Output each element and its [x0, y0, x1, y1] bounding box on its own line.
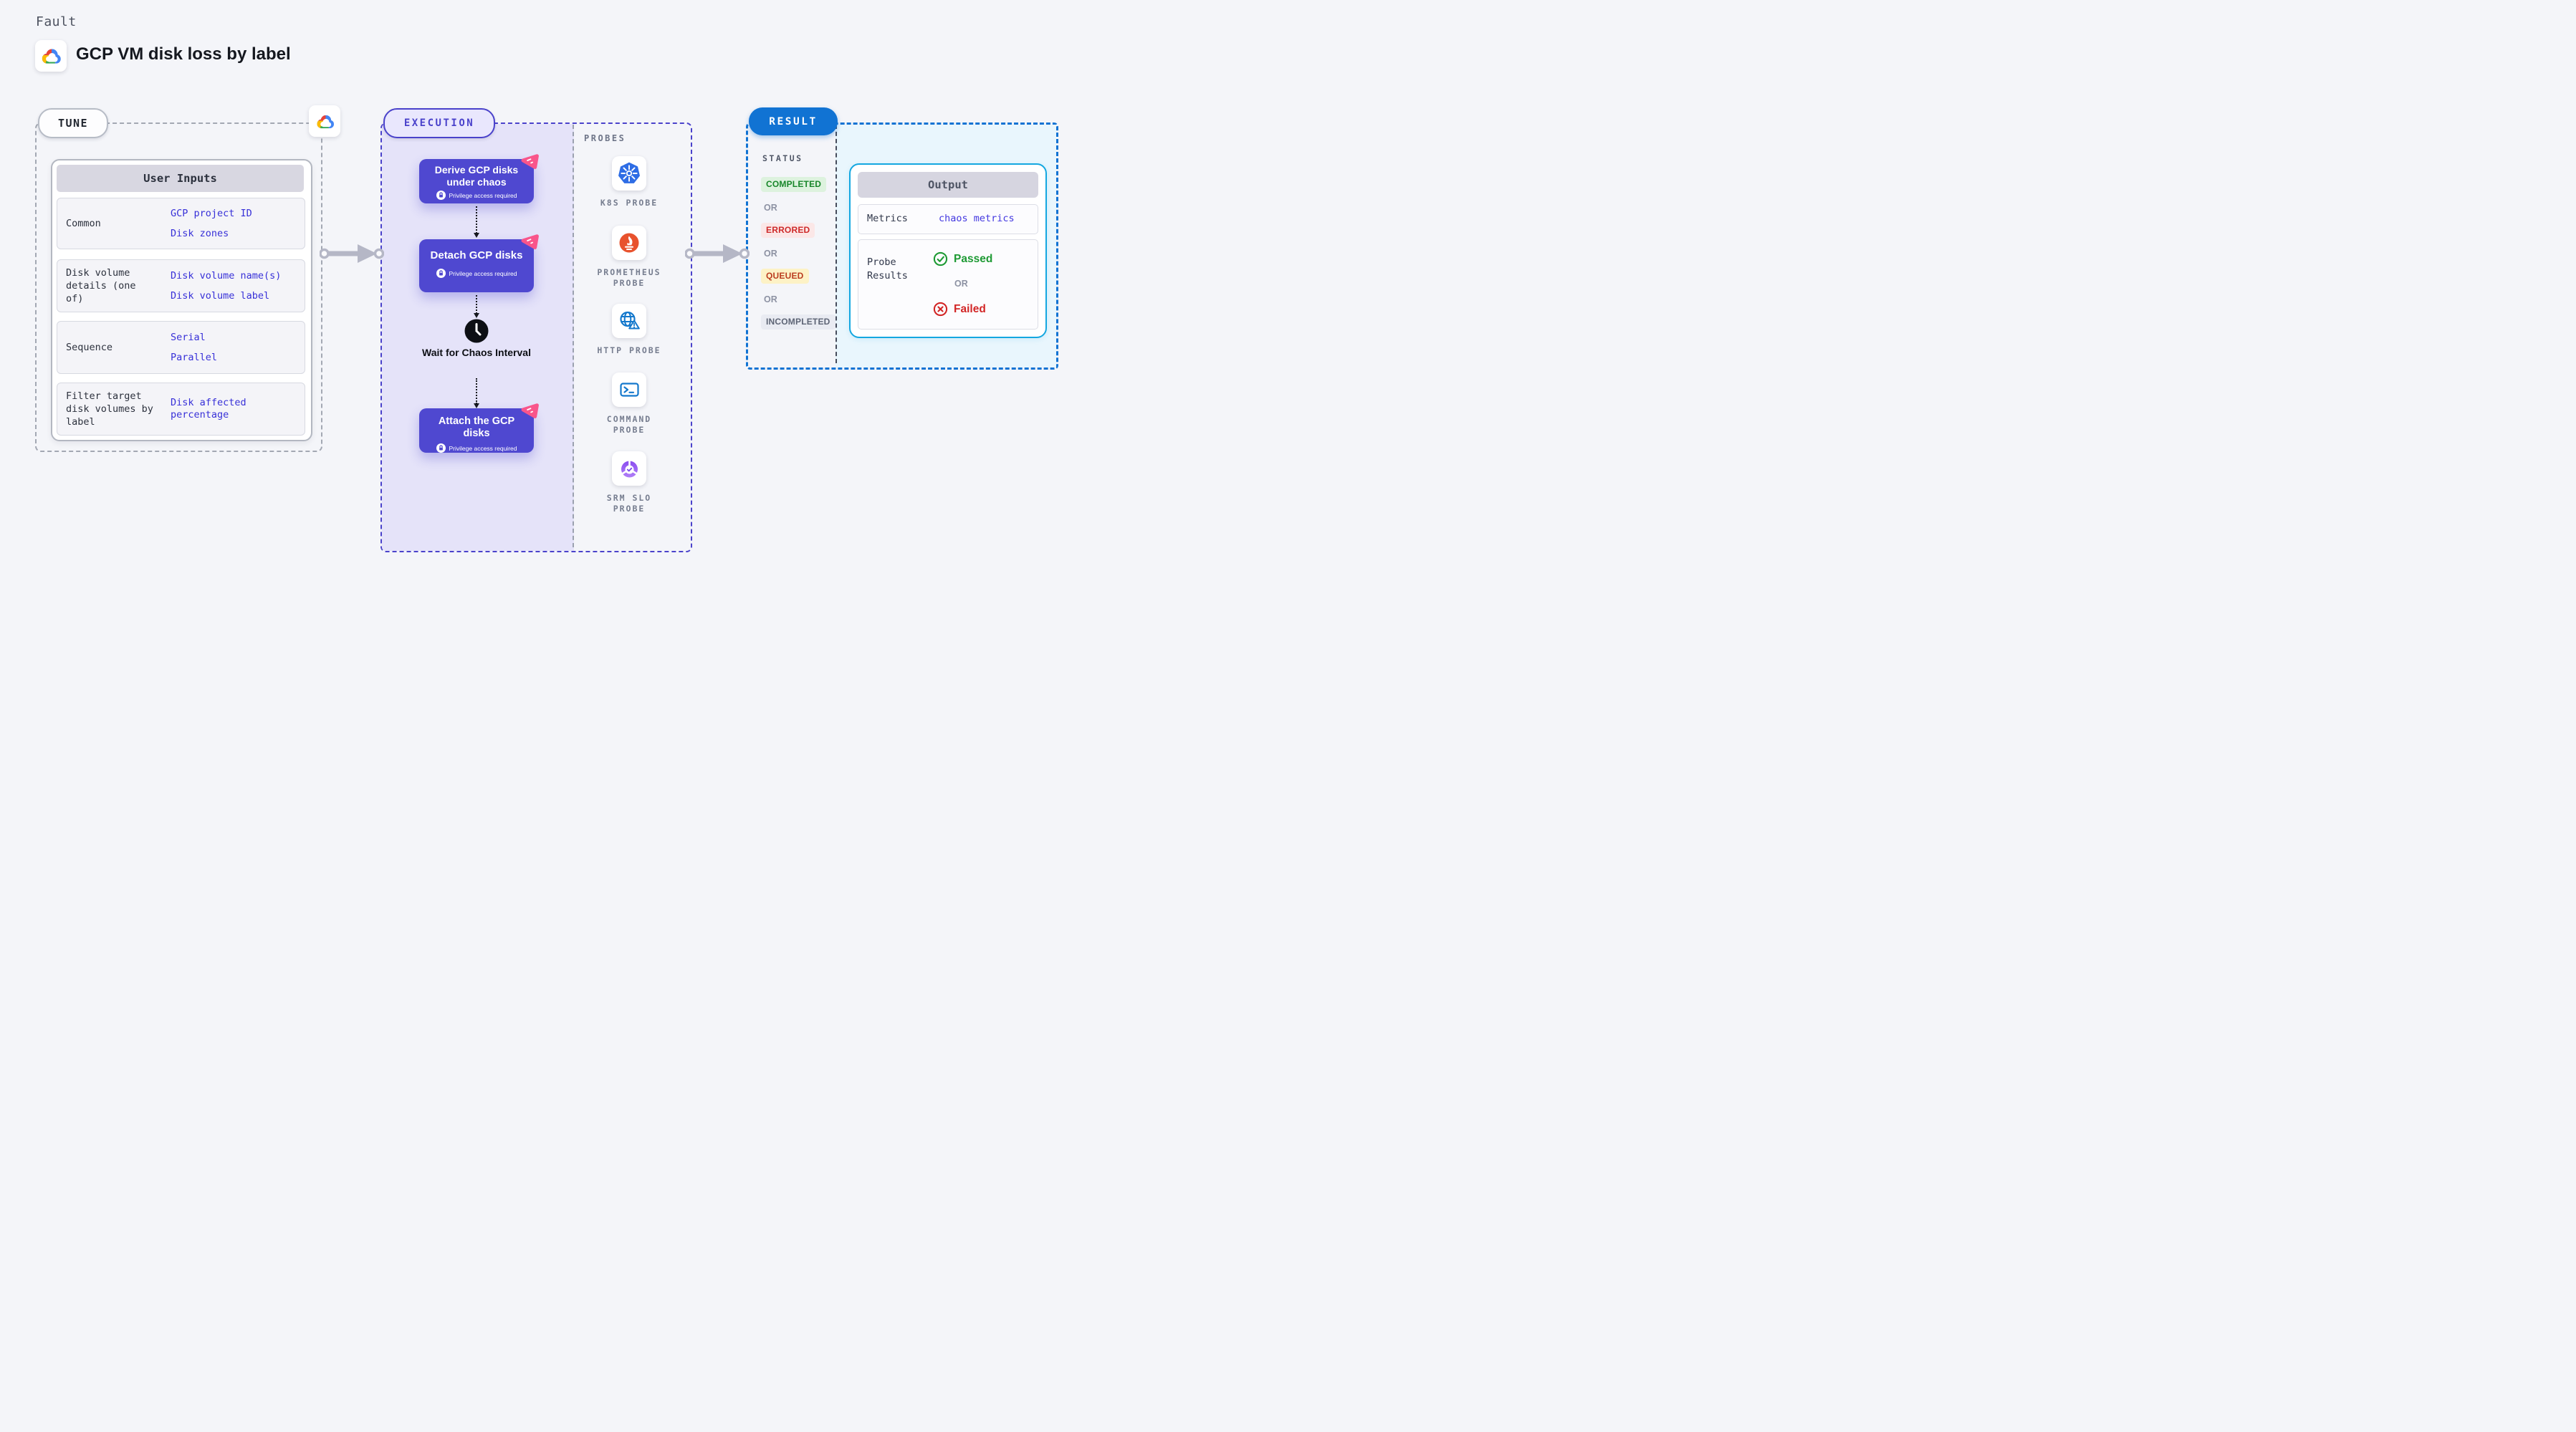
lock-icon	[436, 269, 446, 278]
chaos-metrics-link[interactable]: chaos metrics	[939, 213, 1015, 224]
user-input-row-common: Common GCP project ID Disk zones	[57, 198, 305, 249]
row-label: Sequence	[66, 342, 113, 353]
prometheus-probe-label: PROMETHEUS PROBE	[597, 267, 661, 288]
flow-connector-arrow	[473, 206, 479, 238]
row-label: Common	[66, 218, 101, 229]
user-input-row-disk-volume-details: Disk volume details (one of) Disk volume…	[57, 259, 305, 312]
gcp-logo-tile	[35, 40, 67, 72]
command-probe-tile	[612, 373, 646, 407]
k8s-probe-label: K8S PROBE	[600, 198, 659, 208]
lock-icon	[436, 443, 446, 453]
link-disk-volume-names[interactable]: Disk volume name(s)	[171, 269, 282, 282]
tune-badge: TUNE	[38, 108, 108, 138]
status-badge-queued: QUEUED	[761, 269, 809, 284]
clock-icon	[464, 319, 489, 343]
privilege-note: Privilege access required	[449, 444, 517, 452]
execution-probes-divider	[573, 125, 574, 547]
flow-connector-arrow	[473, 295, 479, 318]
kubernetes-icon	[618, 162, 640, 183]
link-parallel[interactable]: Parallel	[171, 351, 218, 363]
gcp-cloud-icon	[42, 49, 61, 64]
step-detach-gcp-disks: Detach GCP disks Privilege access requir…	[419, 234, 539, 292]
link-disk-affected-percentage[interactable]: Disk affected percentage	[171, 397, 246, 421]
lock-icon	[436, 191, 446, 200]
probe-results-label: Probe Results	[867, 256, 908, 282]
metrics-row: Metrics chaos metrics	[858, 204, 1038, 234]
probes-to-result-arrow	[685, 244, 750, 263]
terminal-icon	[619, 383, 639, 397]
chaos-decor-icon	[521, 403, 539, 418]
execution-badge: EXECUTION	[383, 108, 495, 138]
row-label: Disk volume details (one of)	[66, 267, 136, 304]
link-serial[interactable]: Serial	[171, 331, 206, 343]
tune-region-box	[35, 122, 322, 452]
link-gcp-project-id[interactable]: GCP project ID	[171, 207, 252, 219]
http-probe-label: HTTP PROBE	[597, 345, 661, 355]
metrics-label: Metrics	[867, 213, 908, 224]
link-disk-zones[interactable]: Disk zones	[171, 227, 229, 239]
step-title: Derive GCP disks under chaos	[434, 164, 519, 188]
prometheus-probe-tile	[612, 226, 646, 260]
user-input-row-sequence: Sequence Serial Parallel	[57, 321, 305, 374]
row-label: Filter target disk volumes by label	[66, 390, 153, 428]
step-title: Attach the GCP disks	[438, 415, 515, 439]
fault-diagram-canvas: Fault GCP VM disk loss by label TUNE EXE…	[0, 0, 1101, 612]
privilege-note: Privilege access required	[449, 191, 517, 199]
x-circle-icon	[933, 302, 948, 317]
output-header: Output	[858, 172, 1038, 198]
status-heading: STATUS	[762, 153, 803, 163]
chaos-decor-icon	[521, 234, 539, 249]
flow-connector-arrow	[473, 378, 479, 408]
step-attach-gcp-disks: Attach the GCP disks Privilege access re…	[419, 403, 539, 453]
step-title: Detach GCP disks	[430, 249, 523, 261]
or-separator: OR	[764, 203, 777, 213]
chaos-decor-icon	[521, 154, 539, 169]
passed-result: Passed	[933, 251, 992, 266]
privilege-note: Privilege access required	[449, 269, 517, 277]
prometheus-icon	[619, 233, 639, 253]
or-separator: OR	[954, 279, 968, 289]
user-input-row-filter-by-label: Filter target disk volumes by label Disk…	[57, 383, 305, 436]
passed-label: Passed	[954, 252, 993, 265]
tune-to-execution-arrow	[320, 244, 384, 263]
status-badge-completed: COMPLETED	[761, 177, 827, 192]
user-inputs-header: User Inputs	[57, 165, 304, 192]
status-badge-errored: ERRORED	[761, 223, 815, 238]
tune-gcp-logo-tile	[309, 105, 340, 137]
step-wait-for-chaos-interval: Wait for Chaos Interval	[422, 347, 531, 358]
k8s-probe-tile	[612, 156, 646, 191]
fault-kind-label: Fault	[36, 14, 77, 29]
http-globe-icon	[619, 311, 640, 330]
srm-slo-probe-tile	[612, 451, 646, 486]
status-badge-incompleted: INCOMPLETED	[761, 314, 835, 330]
srm-slo-probe-label: SRM SLO PROBE	[606, 493, 652, 514]
probes-heading: PROBES	[584, 133, 626, 143]
failed-label: Failed	[954, 302, 986, 315]
output-card: Output Metrics chaos metrics Probe Resul…	[849, 163, 1047, 338]
slo-donut-icon	[621, 460, 638, 477]
check-circle-icon	[933, 251, 948, 266]
or-separator: OR	[764, 249, 777, 259]
result-badge: RESULT	[749, 107, 838, 135]
step-derive-gcp-disks: Derive GCP disks under chaos Privilege a…	[419, 154, 539, 203]
failed-result: Failed	[933, 302, 986, 317]
page-title: GCP VM disk loss by label	[76, 44, 291, 64]
link-disk-volume-label[interactable]: Disk volume label	[171, 289, 270, 302]
command-probe-label: COMMAND PROBE	[606, 414, 652, 435]
or-separator: OR	[764, 294, 777, 304]
status-output-divider	[835, 125, 837, 363]
http-probe-tile	[612, 304, 646, 338]
probe-results-row: Probe Results Passed OR Failed	[858, 239, 1038, 330]
gcp-cloud-icon	[316, 115, 334, 128]
